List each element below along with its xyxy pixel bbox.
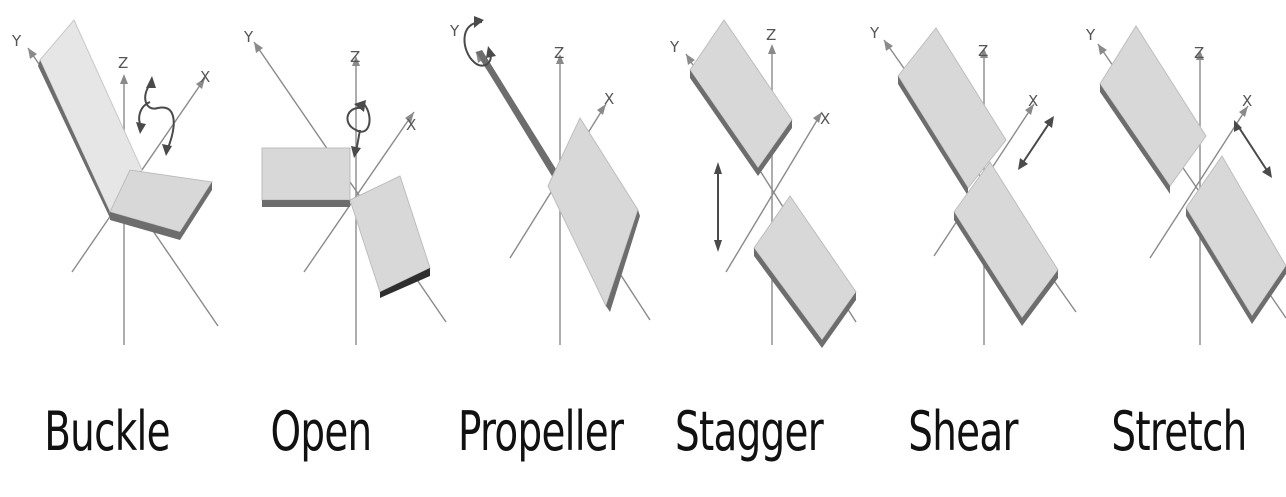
propeller-rotation-arrow — [463, 16, 496, 67]
base-plate-lower — [753, 195, 857, 348]
x-axis-label: X — [200, 68, 210, 86]
z-axis-label: Z — [766, 26, 776, 44]
z-axis-label: Z — [118, 54, 128, 72]
base-plate-upper — [897, 27, 1007, 196]
base-plate-upper — [1099, 25, 1207, 194]
caption-buckle: Buckle — [44, 400, 170, 463]
z-axis-label: Z — [1194, 44, 1204, 62]
open-rotation-arrow — [346, 100, 371, 158]
caption-stagger: Stagger — [675, 400, 824, 463]
buckle-rotation-arrow — [136, 76, 175, 156]
y-axis-label: Y — [11, 32, 22, 50]
stagger-diagram: Y Z X — [669, 19, 857, 348]
shear-arrow — [1018, 116, 1054, 170]
x-axis-label: X — [406, 116, 416, 134]
y-axis-label: Y — [669, 38, 680, 56]
buckle-diagram: Y Z X — [11, 19, 219, 345]
x-axis-label: X — [1028, 92, 1038, 110]
z-axis-label: Z — [554, 44, 564, 62]
x-axis — [725, 111, 823, 273]
z-axis-label: Z — [978, 42, 988, 60]
stretch-diagram: Y Z X — [1085, 25, 1286, 345]
open-diagram: Y Z X — [243, 28, 447, 345]
x-axis — [303, 111, 415, 273]
base-plate-left — [38, 19, 143, 218]
caption-shear: Shear — [908, 400, 1018, 463]
z-axis-label: Z — [350, 48, 360, 66]
base-plate-face-on — [547, 116, 640, 312]
panel-propeller: Y Z X Propeller — [428, 0, 651, 497]
base-plate-lower — [953, 161, 1059, 326]
caption-stretch: Stretch — [1111, 400, 1247, 463]
y-axis-label: Y — [1085, 26, 1096, 44]
caption-open: Open — [270, 400, 373, 463]
stagger-arrow — [714, 162, 722, 252]
panel-buckle: Y Z X Buckle — [0, 0, 219, 497]
y-axis-label: Y — [449, 22, 460, 40]
y-axis-label: Y — [243, 28, 254, 46]
base-plate-edge-on — [476, 50, 564, 186]
x-axis-label: X — [820, 110, 830, 128]
x-axis-label: X — [604, 90, 614, 108]
base-plate-right — [349, 175, 431, 298]
panel-shear: Y Z X Shear — [856, 0, 1077, 497]
base-plate-lower — [1185, 155, 1286, 324]
axes: Y Z X — [869, 24, 1077, 345]
x-axis — [1149, 105, 1249, 259]
caption-propeller: Propeller — [457, 400, 624, 463]
panel-stagger: Y Z X Stagger — [642, 0, 857, 497]
stretch-arrow — [1234, 120, 1272, 178]
x-axis-label: X — [1242, 92, 1252, 110]
propeller-diagram: Y Z X — [449, 16, 651, 345]
base-plate-left — [261, 147, 351, 207]
panel-open: Y Z X Open — [214, 0, 447, 497]
base-plate-right — [109, 169, 213, 240]
panel-stretch: Y Z X Stretch — [1072, 0, 1286, 497]
base-plate-upper — [689, 19, 793, 176]
shear-diagram: Y Z X — [869, 24, 1077, 345]
y-axis-label: Y — [869, 24, 880, 42]
